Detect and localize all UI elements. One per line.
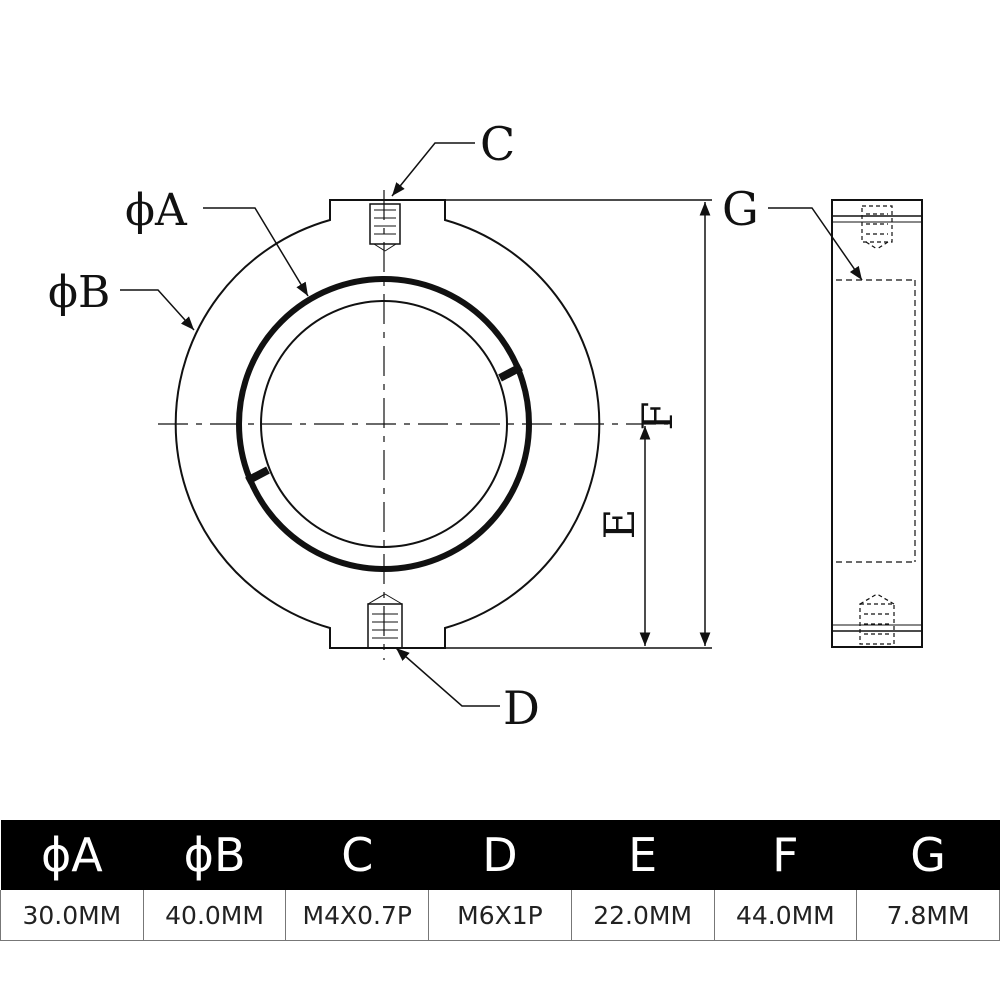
split-slot-left (245, 466, 270, 485)
dimension-e-label: E (595, 509, 644, 540)
technical-drawing: F E C D ϕA ϕB G (48, 117, 923, 735)
leader-c (391, 142, 475, 197)
spec-value-d: M6X1P (428, 890, 572, 941)
side-view (831, 199, 923, 648)
leader-dia-a (203, 207, 309, 297)
spec-header-b: ϕB (143, 820, 286, 890)
side-top-screw (861, 205, 893, 250)
spec-header-g: G (856, 820, 1000, 890)
callout-d: D (503, 681, 540, 735)
top-screw-hole (369, 203, 401, 252)
front-view (158, 190, 668, 660)
spec-value-b: 40.0MM (142, 890, 287, 941)
callout-dia-a: ϕA (125, 185, 188, 236)
bottom-screw-hole (367, 593, 403, 649)
leader-lines (120, 142, 863, 707)
spec-value-g: 7.8MM (856, 890, 1000, 941)
leader-d (395, 647, 500, 707)
spec-header-d: D (428, 820, 572, 890)
side-bottom-screw (859, 593, 895, 645)
split-slot-right (498, 363, 523, 382)
spec-value-f: 44.0MM (713, 890, 858, 941)
dimension-f-label: F (633, 401, 682, 430)
spec-header-c: C (285, 820, 429, 890)
spec-value-e: 22.0MM (570, 890, 715, 941)
dimension-lines (445, 199, 712, 649)
spec-table: ϕA ϕB C D E F G 30.0MM 40.0MM M4X0.7P M6… (0, 820, 1000, 941)
callout-c: C (480, 117, 515, 171)
side-view-body (831, 199, 923, 648)
leader-g (768, 207, 863, 281)
callout-dia-b: ϕB (48, 267, 110, 318)
spec-header-a: ϕA (0, 820, 144, 890)
spec-header-e: E (571, 820, 715, 890)
spec-value-a: 30.0MM (0, 890, 144, 941)
callout-g: G (722, 182, 759, 236)
spec-header-f: F (714, 820, 857, 890)
spec-value-c: M4X0.7P (285, 890, 430, 941)
spec-header-row: ϕA ϕB C D E F G (0, 820, 1000, 890)
leader-dia-b (120, 289, 195, 331)
spec-value-row: 30.0MM 40.0MM M4X0.7P M6X1P 22.0MM 44.0M… (0, 890, 1000, 941)
